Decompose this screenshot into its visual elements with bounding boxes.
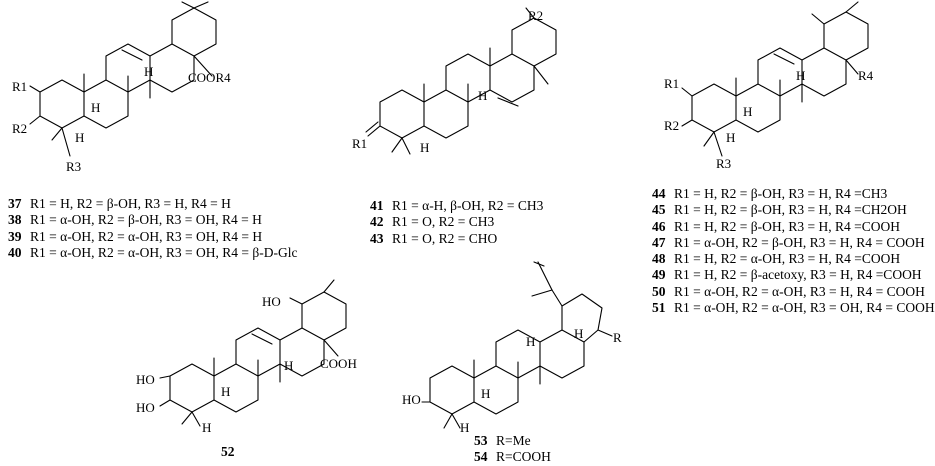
taraxerane-skeleton [365,7,557,155]
compound-number: 40 [8,244,22,260]
compound-entry: 47 R1 = α-OH, R2 = β-OH, R3 = H, R4 = COO… [652,235,935,251]
compound-entry: 38 R1 = α-OH, R2 = β-OH, R3 = OH, R4 = H [8,212,297,228]
compound-52-ho-c3-label: HO [136,400,155,415]
compound-substituents: R1 = H, R2 = α-OH, R3 = H, R4 =COOH [674,251,901,267]
compound-number: 48 [652,251,666,267]
compound-52-h18-label: H [284,358,293,373]
compound-number: 38 [8,212,22,228]
lupane-r-label: R [613,330,622,345]
taraxerane-r1-label: R1 [352,136,367,151]
compound-52-ho-c19-label: HO [262,294,281,309]
compound-52-number: 52 [221,444,235,459]
ursane-r3-label: R3 [716,156,731,171]
compound-substituents: R1 = α-H, β-OH, R2 = CH3 [392,198,544,213]
oleanane-h9-label: H [91,100,100,115]
oleanane-coor4-label: COOR4 [188,70,231,85]
lupane-h9-label: H [481,386,490,401]
compound-substituents: R1 = α-OH, R2 = α-OH, R3 = OH, R4 = COOH [674,300,935,316]
compound-52-skeleton [159,279,347,427]
oleanane-r2-label: R2 [12,121,27,136]
oleanane-r3-label: R3 [66,159,81,174]
ursane-r2-label: R2 [664,118,679,133]
compound-number: 43 [370,230,384,246]
compound-number: 42 [370,214,384,230]
compound-substituents: R1 = α-OH, R2 = α-OH, R3 = H, R4 = COOH [674,283,925,299]
compound-entry: 41 R1 = α-H, β-OH, R2 = CH3 [370,198,543,214]
lupane-ho-c3-label: HO [402,392,421,407]
compound-number: 44 [652,186,666,201]
compound-entry: 54 R=COOH [474,449,551,465]
compound-number: 37 [8,196,22,211]
lupane-h18-label: H [574,326,583,341]
ursane-h9-label: H [743,104,752,119]
compound-substituents: R1 = α-OH, R2 = β-OH, R3 = OH, R4 = H [30,212,262,228]
compound-substituents: R1 = H, R2 = β-OH, R3 = H, R4 =CH3 [674,186,888,201]
oleanane-r1-label: R1 [12,79,27,94]
compound-substituents: R1 = O, R2 = CH3 [392,214,495,230]
taraxerane-h5-label: H [420,140,429,155]
compound-entry: 44 R1 = H, R2 = β-OH, R3 = H, R4 =CH3 [652,186,935,202]
compound-substituents: R1 = H, R2 = β-OH, R3 = H, R4 =CH2OH [674,202,907,218]
compound-number: 49 [652,267,666,283]
compound-entry: 40 R1 = α-OH, R2 = α-OH, R3 = OH, R4 = β-… [8,245,297,261]
compound-52-h9-label: H [221,384,230,399]
ursane-skeleton [681,1,869,157]
oleanane-h5-label: H [75,130,84,145]
compound-entry: 43 R1 = O, R2 = CHO [370,231,543,247]
taraxerane-h9-label: H [478,88,487,103]
oleanane-skeleton [29,1,217,157]
compound-number: 47 [652,234,666,250]
compound-number: 50 [652,283,666,299]
compound-number: 54 [474,449,488,465]
compound-number: 39 [8,228,22,244]
compound-52-cooh-label: COOH [320,356,357,371]
compound-entry: 53 R=Me [474,433,551,449]
compound-52-ho-c2-label: HO [136,372,155,387]
compound-entry: 48 R1 = H, R2 = α-OH, R3 = H, R4 =COOH [652,251,935,267]
compound-substituents: R1 = α-OH, R2 = β-OH, R3 = H, R4 = COOH [674,234,925,250]
compound-52-h5-label: H [202,420,211,435]
compound-number: 53 [474,433,488,448]
compound-substituents: R1 = α-OH, R2 = α-OH, R3 = OH, R4 = H [30,228,263,244]
compound-number: 51 [652,300,666,316]
ursane-h18-label: H [796,68,805,83]
compound-substituents: R1 = H, R2 = β-OH, R3 = H, R4 =COOH [674,218,900,234]
lupane-h5-label: H [460,420,469,435]
compound-substituents: R=Me [496,433,531,448]
lupane-compound-list: 53 R=Me 54 R=COOH [474,433,551,466]
oleanane-h18-label: H [144,64,153,79]
compound-entry: 42 R1 = O, R2 = CH3 [370,214,543,230]
compound-substituents: R1 = O, R2 = CHO [392,230,498,246]
compound-substituents: R1 = H, R2 = β-acetoxy, R3 = H, R4 =COOH [674,267,922,283]
compound-substituents: R1 = α-OH, R2 = α-OH, R3 = OH, R4 = β-D-… [30,244,298,260]
compound-entry: 45 R1 = H, R2 = β-OH, R3 = H, R4 =CH2OH [652,202,935,218]
compound-entry: 49 R1 = H, R2 = β-acetoxy, R3 = H, R4 =CO… [652,267,935,283]
lupane-h13-label: H [526,334,535,349]
compound-substituents: R1 = H, R2 = β-OH, R3 = H, R4 = H [30,196,231,211]
ursane-r4-label: R4 [858,68,874,83]
compound-entry: 37 R1 = H, R2 = β-OH, R3 = H, R4 = H [8,196,297,212]
ursane-r1-label: R1 [664,76,679,91]
lupane-skeleton [421,261,613,429]
compound-entry: 46 R1 = H, R2 = β-OH, R3 = H, R4 =COOH [652,219,935,235]
compound-entry: 50 R1 = α-OH, R2 = α-OH, R3 = H, R4 = COO… [652,284,935,300]
compound-number: 46 [652,218,666,234]
compound-entry: 39 R1 = α-OH, R2 = α-OH, R3 = OH, R4 = H [8,229,297,245]
ursane-h5-label: H [726,130,735,145]
taraxerane-compound-list: 41 R1 = α-H, β-OH, R2 = CH3 42 R1 = O, R2 … [370,198,543,247]
taraxerane-r2-label: R2 [528,8,543,23]
compound-entry: 51 R1 = α-OH, R2 = α-OH, R3 = OH, R4 = CO… [652,300,935,316]
compound-substituents: R=COOH [496,449,551,465]
compound-number: 45 [652,202,666,218]
compound-number: 41 [370,198,384,213]
